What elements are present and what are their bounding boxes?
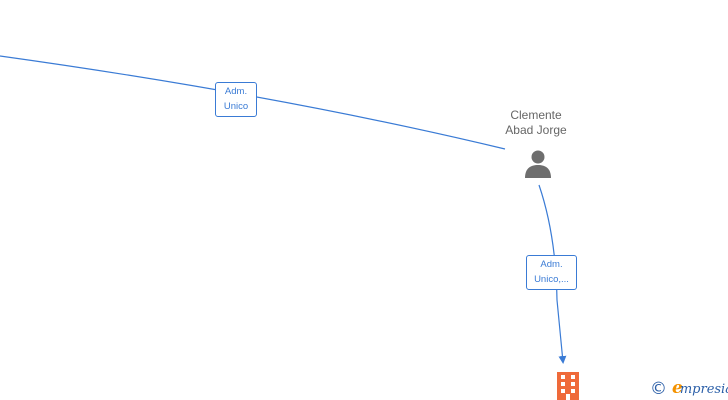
person-name-line1: Clemente — [510, 108, 562, 122]
edge-label-adm-unico-more[interactable]: Adm. Unico,... — [526, 255, 577, 290]
empresia-logo: empresia — [672, 378, 728, 400]
edge-label-line1: Adm. — [540, 259, 563, 270]
logo-initial: e — [672, 378, 683, 398]
person-name-line2: Abad Jorge — [505, 123, 567, 137]
edge-person-to-company — [538, 184, 567, 364]
edge-label-adm-unico[interactable]: Adm. Unico — [215, 82, 257, 117]
edge-label-line1: Adm. — [224, 86, 248, 97]
person-icon[interactable] — [522, 148, 554, 180]
logo-rest: mpresia — [679, 382, 728, 397]
edge-offscreen-to-person — [0, 55, 506, 150]
building-icon[interactable] — [555, 372, 581, 400]
person-name[interactable]: Clemente Abad Jorge — [488, 108, 584, 138]
edge-label-line2: Unico — [223, 101, 249, 112]
edge-label-line2: Unico,... — [534, 274, 569, 285]
brand-watermark: © empresia — [650, 378, 728, 400]
copyright-icon: © — [650, 379, 667, 399]
